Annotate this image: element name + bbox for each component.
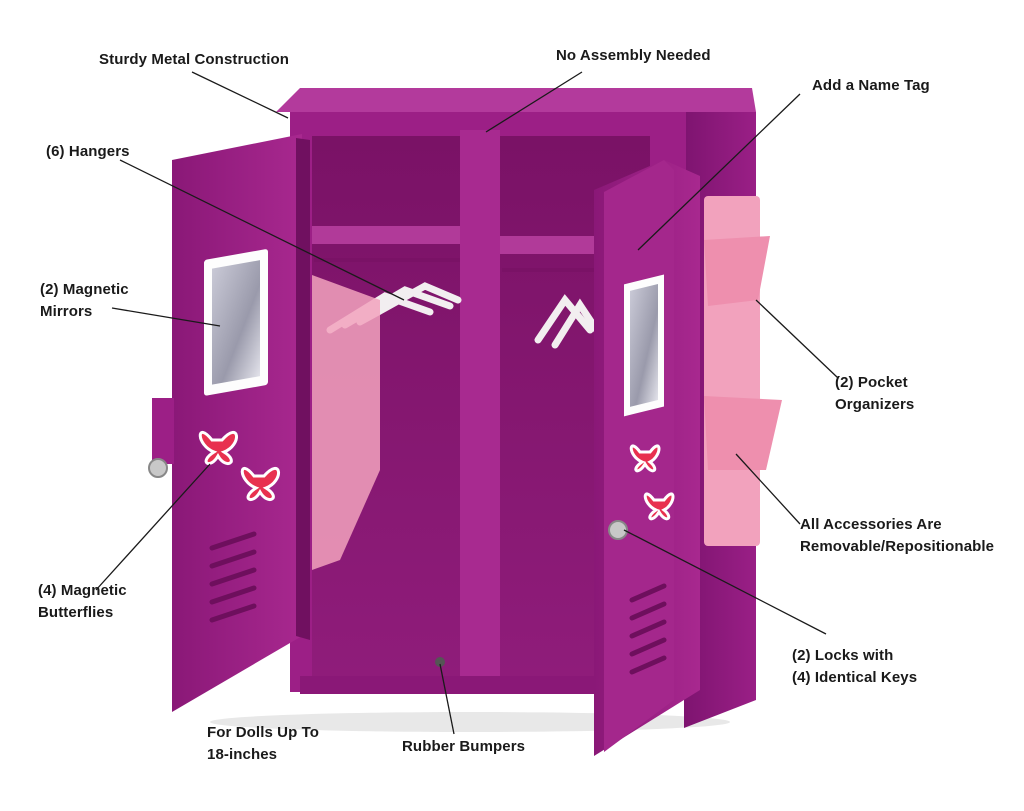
callout-mirrors-line2: Mirrors [40,303,93,320]
left-shelf [312,226,460,244]
leader-lines [95,71,839,735]
callout-mirrors: (2) Magnetic Mirrors [40,279,129,323]
callout-hangers: (6) Hangers [46,143,130,160]
pocket-organizer-inside [312,275,380,570]
callout-no-assembly: No Assembly Needed [556,47,711,64]
left-door-edge [296,138,310,640]
callout-accessories: All Accessories Are Removable/Reposition… [800,514,994,558]
lock-tab-left [152,398,174,464]
left-door [172,134,302,712]
locker-top [276,88,756,112]
callout-dolls: For Dolls Up To 18-inches [207,722,319,766]
rubber-bumper [435,657,445,667]
center-divider [460,130,500,690]
callout-rubber-bumpers: Rubber Bumpers [402,738,526,755]
vents-right [629,583,667,675]
callout-dolls-line2: 18-inches [207,746,278,763]
padlock-right [608,520,628,540]
vents-left [209,531,257,623]
padlock-left [148,458,168,478]
right-rod [502,268,648,272]
left-rod [314,258,460,262]
locker-base [300,676,684,694]
callout-name-tag: Add a Name Tag [812,77,930,94]
callout-butterflies: (4) Magnetic Butterflies [38,580,127,624]
callout-butterflies-line1: (4) Magnetic [38,582,127,599]
callout-dolls-line1: For Dolls Up To [207,724,320,741]
callout-locks: (2) Locks with (4) Identical Keys [792,645,917,689]
butterfly-magnets-left [198,431,280,501]
callout-pocket-line1: (2) Pocket [835,374,908,391]
butterfly-magnets-right [629,444,675,521]
mirror-glass-left [212,260,260,385]
callout-locks-line2: (4) Identical Keys [792,669,918,686]
callout-sturdy-metal: Sturdy Metal Construction [99,51,290,68]
callout-pocket-organizers: (2) Pocket Organizers [835,372,914,416]
callout-pocket-line2: Organizers [835,396,915,413]
callout-accessories-line2: Removable/Repositionable [800,538,995,555]
callout-locks-line1: (2) Locks with [792,647,894,664]
mirror-glass-right [630,283,658,407]
callout-mirrors-line1: (2) Magnetic [40,281,129,298]
callout-butterflies-line2: Butterflies [38,604,114,621]
callout-accessories-line1: All Accessories Are [800,516,942,533]
